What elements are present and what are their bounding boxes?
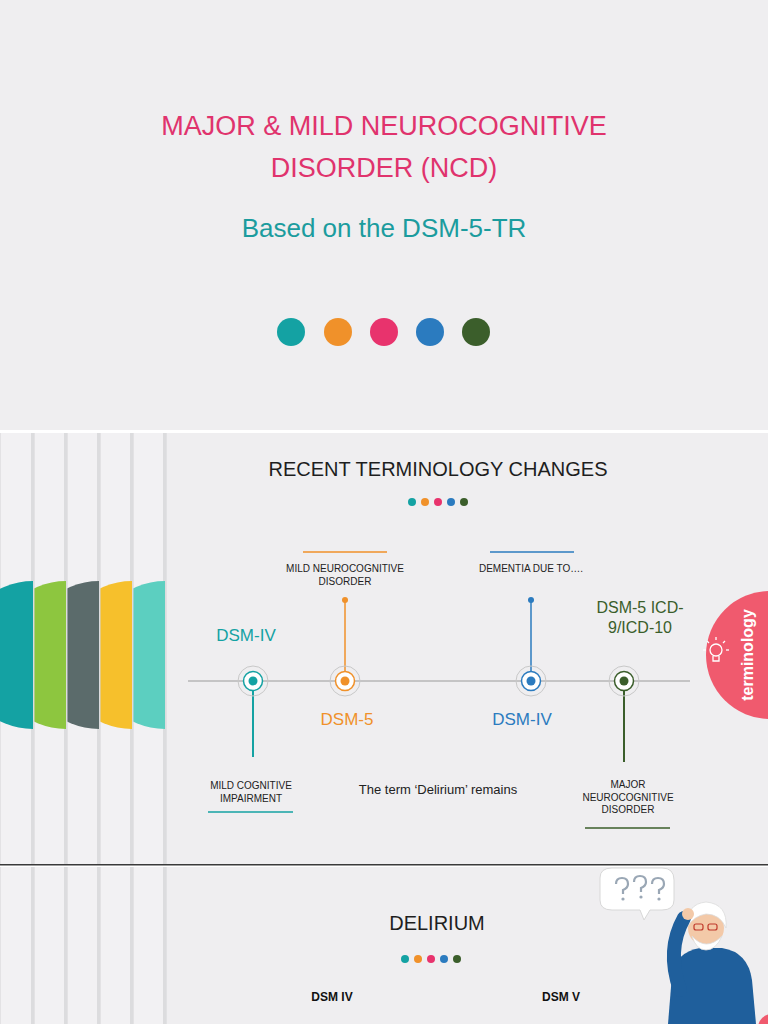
thinking-man [600, 868, 768, 1024]
tab-shadow [130, 867, 133, 1024]
tab-shadow [97, 867, 100, 1024]
timeline [188, 552, 690, 828]
version-label: DSM-IV [482, 709, 562, 730]
subtitle: Based on the DSM-5-TR [184, 212, 584, 245]
page-tab [0, 867, 133, 1024]
pink-circle [703, 591, 768, 719]
page-tab [0, 867, 166, 1024]
page-tab [0, 867, 34, 1024]
bulb-icon [703, 637, 729, 661]
tab-shadow [64, 867, 67, 1024]
page-tabs [0, 433, 166, 864]
tab-shadow [163, 867, 166, 1024]
slide-ground [0, 0, 768, 430]
slide-divider [0, 864, 768, 866]
slide-heading: DELIRIUM [317, 911, 557, 936]
tab-shadow [31, 867, 34, 1024]
tab-disc [0, 581, 33, 729]
color-dots [277, 318, 490, 346]
small-dots [401, 498, 468, 963]
slide-title: MAJOR & MILD NEUROCOGNITIVE DISORDER (NC… [124, 105, 644, 189]
column-heading: DSM V [521, 990, 601, 1005]
rotated-label: terminology [739, 609, 757, 701]
page-tab [0, 867, 100, 1024]
page-tabs [0, 867, 166, 1024]
timeline-note: DEMENTIA DUE TO…. [466, 563, 596, 576]
page-tab [0, 867, 67, 1024]
timeline-note: MILD NEUROCOGNITIVE DISORDER [280, 563, 410, 588]
timeline-note: MILD COGNITIVE IMPAIRMENT [191, 780, 311, 805]
version-label: DSM-5 ICD-9/ICD-10 [588, 598, 692, 638]
version-label: DSM-IV [201, 625, 291, 646]
version-label: DSM-5 [307, 709, 387, 730]
note-text: The term ‘Delirium’ remains [353, 782, 523, 798]
column-heading: DSM IV [292, 990, 372, 1005]
slide-heading: RECENT TERMINOLOGY CHANGES [218, 457, 658, 482]
timeline-note: MAJOR NEUROCOGNITIVE DISORDER [578, 779, 678, 817]
